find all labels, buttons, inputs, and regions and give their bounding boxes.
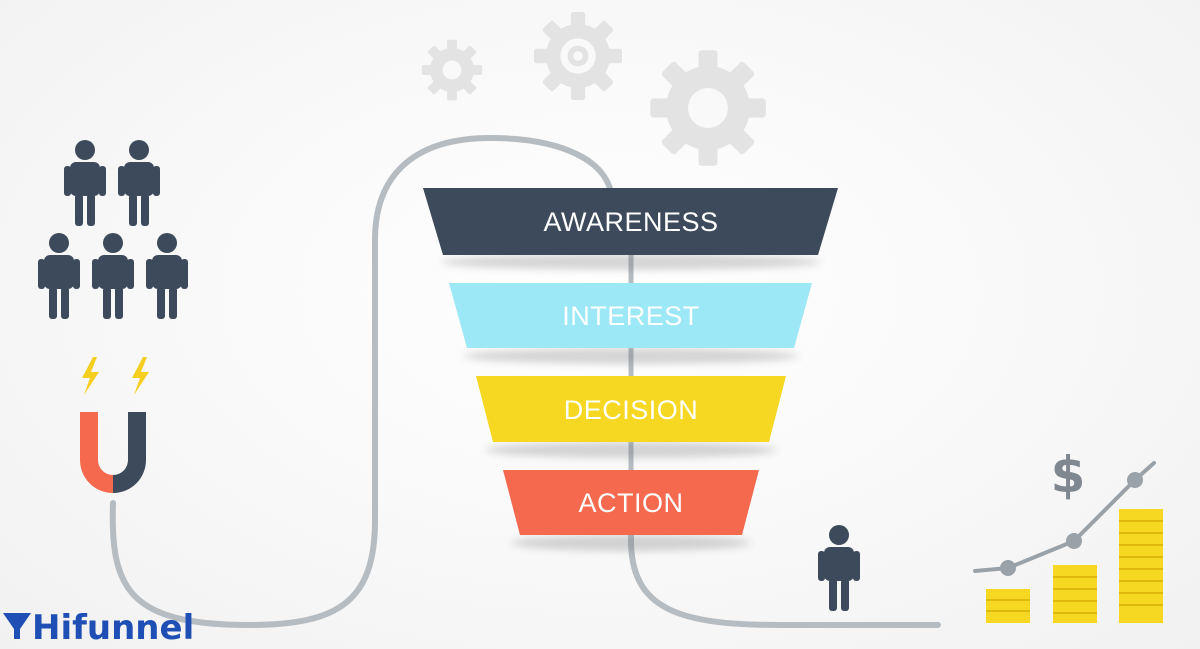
growth-point xyxy=(1000,560,1016,576)
funnel-stage-interest: INTEREST xyxy=(449,283,812,348)
person-icon xyxy=(64,140,106,226)
growth-point xyxy=(1066,533,1082,549)
stage-label-decision: DECISION xyxy=(564,395,699,425)
lightning-icon xyxy=(132,357,149,395)
stage-label-interest: INTEREST xyxy=(562,301,700,331)
person-icon xyxy=(38,233,80,319)
person-icon xyxy=(146,233,188,319)
brand-name: Hifunnel xyxy=(32,608,194,648)
funnel-bar-interest xyxy=(449,283,812,348)
journey-path-exit xyxy=(628,517,941,628)
coin-stack-large xyxy=(1119,509,1163,623)
magnet-icon xyxy=(80,412,146,493)
funnel-stage-decision: DECISION xyxy=(476,376,786,442)
person-icon xyxy=(92,233,134,319)
funnel-bar-awareness xyxy=(423,188,838,255)
stage-label-awareness: AWARENESS xyxy=(543,207,718,237)
lightning-icons xyxy=(82,357,149,395)
journey-path xyxy=(109,134,615,629)
funnel-logo-icon xyxy=(3,613,31,639)
funnel-bar-decision xyxy=(476,376,786,442)
growth-chart-icon: $ xyxy=(973,446,1163,623)
gear-icon-large xyxy=(650,50,766,166)
brand-logo: Hifunnel xyxy=(3,608,194,648)
stage-label-action: ACTION xyxy=(578,488,683,518)
coin-stack-medium xyxy=(1053,565,1097,623)
coin-stack-small xyxy=(986,589,1030,623)
dollar-sign: $ xyxy=(1051,446,1086,504)
gear-icon-small xyxy=(421,39,483,101)
funnel-bar-action xyxy=(503,470,759,535)
crowd-group xyxy=(38,140,188,319)
gear-icon-medium xyxy=(534,11,622,100)
person-icon xyxy=(118,140,160,226)
funnel-shadows xyxy=(441,254,821,551)
lightning-icon xyxy=(82,357,99,395)
growth-point xyxy=(1127,472,1143,488)
customer-person-icon xyxy=(818,525,860,611)
funnel-stage-awareness: AWARENESS xyxy=(423,188,838,255)
funnel-stage-action: ACTION xyxy=(503,470,759,535)
